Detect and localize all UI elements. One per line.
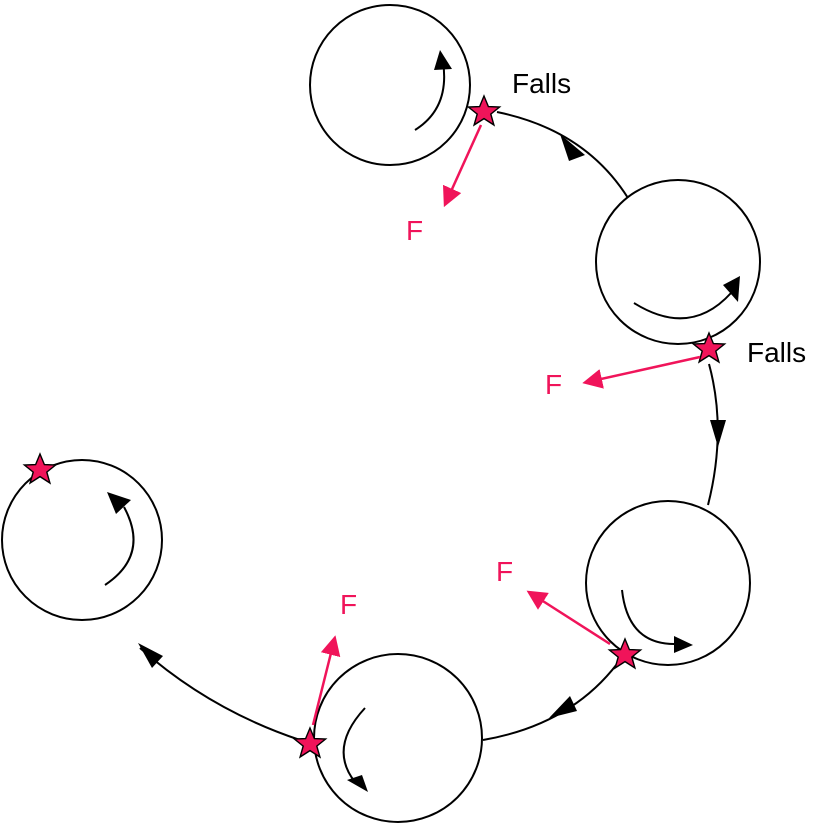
path-segment-3 [482,663,618,741]
rotation-arrowhead-3 [674,636,693,653]
star-icon [608,638,642,669]
ball-3 [585,500,751,669]
ball-4 [293,653,483,823]
force-arrow-1 [443,124,483,208]
ball-2: Falls [595,179,806,368]
falls-label-1: Falls [512,68,571,99]
rotation-arrowhead-5 [107,492,131,514]
path-arrowhead-1 [560,134,585,161]
star-icon [23,453,57,484]
falls-label-2: Falls [747,337,806,368]
force-arrow-3 [526,590,611,646]
path-arrowhead-4 [138,643,163,668]
ball-1: Falls [309,4,571,166]
trajectory-arrows [138,134,726,718]
force-arrow-2 [582,355,701,389]
rotation-arrowhead-2 [723,276,740,302]
curved-arrow-icon [414,61,446,131]
path-arrowhead-3 [549,696,577,718]
ball-5 [1,453,163,621]
force-labels: F F F F [340,215,562,620]
path-segment-4 [139,647,301,741]
force-vectors [311,124,701,726]
rotation-arrowhead-4 [347,775,368,792]
force-arrow-4 [311,635,341,726]
curved-arrow-icon [621,589,677,646]
rotation-arrowhead-1 [434,50,452,70]
curved-arrow-icon [104,506,135,586]
path-arrowhead-2 [710,420,726,447]
curved-arrow-icon [633,292,732,320]
star-icon [467,95,501,126]
force-label-1: F [406,215,423,246]
star-icon [293,727,327,758]
trajectory-path [139,111,719,741]
force-label-3: F [496,556,513,587]
force-label-2: F [545,369,562,400]
force-label-4: F [340,589,357,620]
path-segment-1 [496,111,629,199]
curved-arrow-icon [342,707,366,783]
